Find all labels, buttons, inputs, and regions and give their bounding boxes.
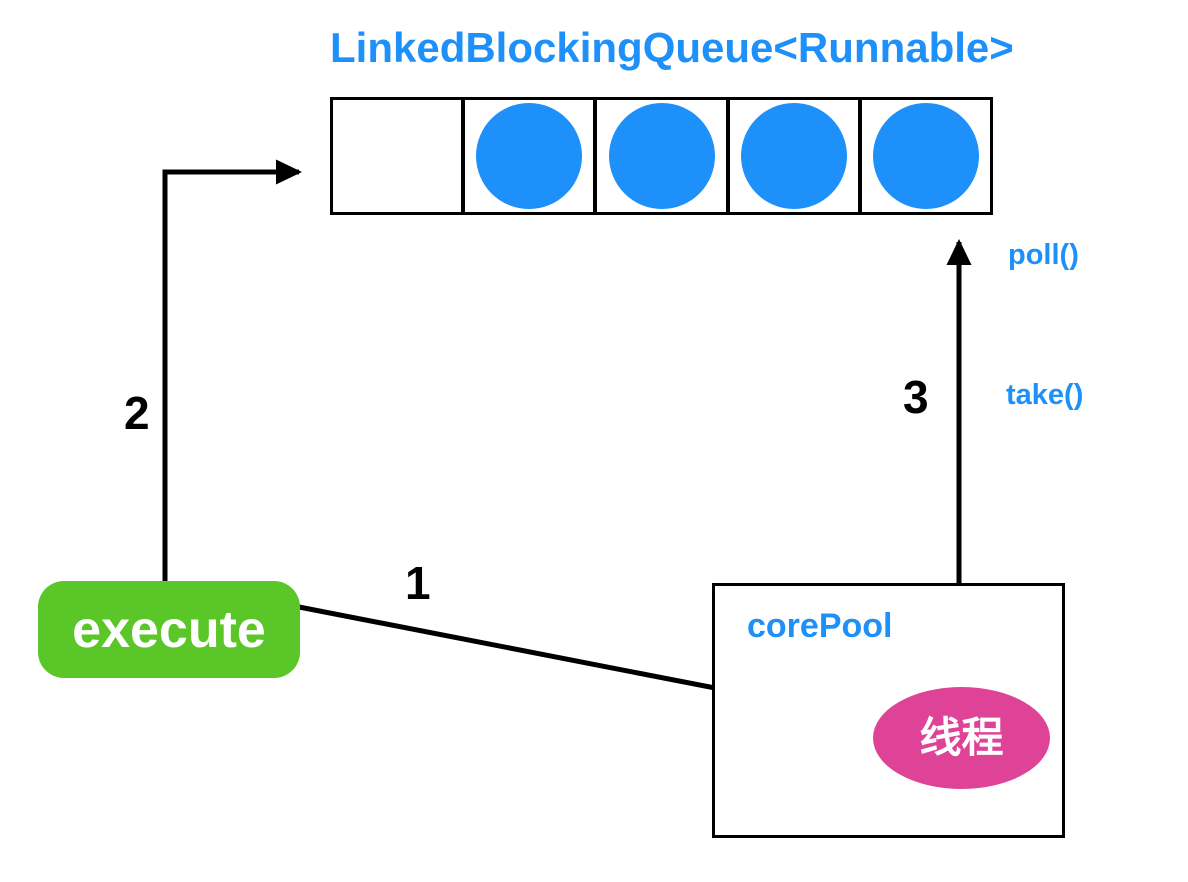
- queue: [330, 97, 993, 215]
- thread-ellipse: 线程: [873, 687, 1050, 789]
- thread-label: 线程: [919, 714, 1004, 761]
- task-circle: [740, 103, 847, 209]
- task-circle: [476, 103, 583, 209]
- queue-cell: [593, 100, 725, 212]
- execute-node: execute: [38, 581, 300, 678]
- step-label-3: 3: [903, 371, 929, 423]
- execute-label: execute: [72, 600, 266, 659]
- step-label-2: 2: [124, 387, 150, 439]
- take-label: take(): [1006, 379, 1084, 411]
- queue-cell: [333, 100, 461, 212]
- task-circle: [608, 103, 715, 209]
- arrow-execute-to-queue: [162, 159, 303, 581]
- queue-cell: [461, 100, 593, 212]
- step-label-1: 1: [405, 557, 431, 609]
- task-circle: [872, 103, 979, 209]
- corepool-label: corePool: [747, 607, 893, 645]
- poll-label: poll(): [1008, 239, 1079, 271]
- queue-title: LinkedBlockingQueue<Runnable>: [330, 24, 1014, 71]
- queue-cell: [725, 100, 858, 212]
- queue-cell: [857, 100, 990, 212]
- corepool-box: corePool 线程: [712, 583, 1065, 838]
